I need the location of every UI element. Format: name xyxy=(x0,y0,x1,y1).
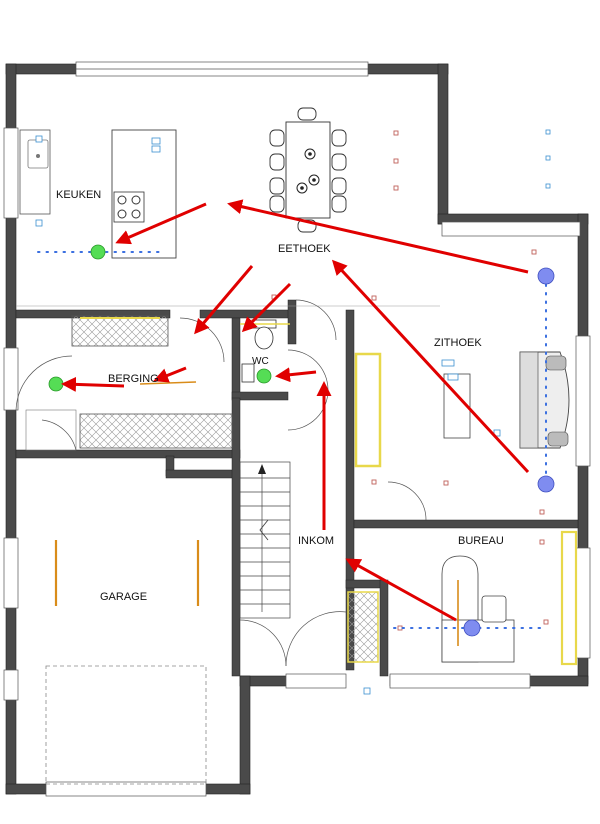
pendant-lights xyxy=(296,148,320,194)
dining-table xyxy=(269,107,347,233)
room-label-zithoek: ZITHOEK xyxy=(434,337,482,349)
room-label-wc: WC xyxy=(252,356,269,367)
wc-fixtures xyxy=(240,319,290,383)
presence-sensor-blue-icon xyxy=(463,267,555,637)
room-label-garage: GARAGE xyxy=(100,591,147,603)
room-label-bureau: BUREAU xyxy=(458,535,504,547)
wall-socket-icon xyxy=(271,130,549,631)
presence-sensor-green-icon xyxy=(48,244,272,392)
windows xyxy=(3,61,591,797)
signal-arrows xyxy=(61,199,530,622)
room-label-inkom: INKOM xyxy=(298,535,334,547)
interior-walls xyxy=(15,299,579,677)
kitchen-fixtures xyxy=(16,129,440,307)
storage-fixtures xyxy=(25,315,233,451)
room-label-berging: BERGING xyxy=(108,373,159,385)
room-label-eethoek: EETHOEK xyxy=(278,243,331,255)
room-label-keuken: KEUKEN xyxy=(56,189,101,201)
living-fixtures xyxy=(354,351,570,468)
garage-fixtures xyxy=(45,540,207,785)
staircase xyxy=(239,461,291,619)
